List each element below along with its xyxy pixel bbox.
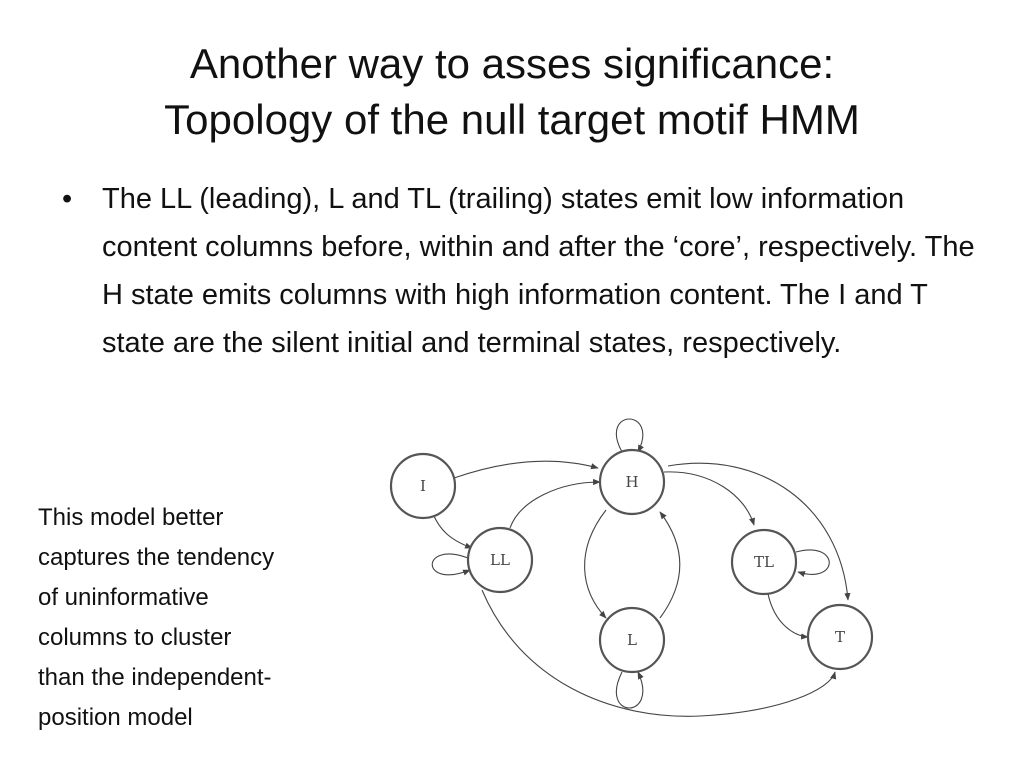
side-note-line-3: of uninformative bbox=[38, 584, 209, 611]
edge-l-to-h bbox=[659, 511, 681, 619]
state-node-h: H bbox=[598, 448, 666, 516]
title-line-1: Another way to asses significance: bbox=[189, 40, 835, 87]
state-node-i: I bbox=[389, 452, 457, 520]
side-note-line-5: than the independent- bbox=[38, 664, 272, 691]
state-label-i: I bbox=[420, 477, 426, 495]
state-node-tl: TL bbox=[730, 528, 798, 596]
edge-ll-self bbox=[431, 553, 471, 576]
side-note: This model better captures the tendency … bbox=[38, 498, 368, 738]
side-note-line-1: This model better bbox=[38, 504, 224, 531]
edge-i-to-h bbox=[453, 460, 599, 479]
side-note-line-2: captures the tendency bbox=[38, 544, 275, 571]
slide-title: Another way to asses significance: Topol… bbox=[0, 36, 1024, 148]
side-note-line-4: columns to cluster bbox=[38, 624, 232, 651]
edge-i-to-ll bbox=[432, 513, 473, 549]
bullet-marker: • bbox=[62, 183, 73, 215]
edge-ll-to-h bbox=[509, 478, 601, 529]
diagram-edges bbox=[431, 418, 851, 717]
edge-h-self bbox=[615, 418, 644, 453]
state-node-t: T bbox=[806, 603, 874, 671]
state-label-ll: LL bbox=[490, 551, 510, 569]
state-node-ll: LL bbox=[466, 526, 534, 594]
edge-h-to-t bbox=[667, 462, 851, 601]
bullet-text: The LL (leading), L and TL (trailing) st… bbox=[102, 183, 975, 359]
edge-tl-self bbox=[795, 549, 830, 577]
state-label-l: L bbox=[627, 631, 637, 649]
state-node-l: L bbox=[598, 606, 666, 674]
state-label-t: T bbox=[835, 628, 845, 646]
edge-l-self bbox=[615, 671, 644, 709]
edge-ll-to-t bbox=[481, 589, 837, 717]
state-label-tl: TL bbox=[754, 553, 774, 571]
side-note-line-6: position model bbox=[38, 704, 193, 731]
state-label-h: H bbox=[625, 473, 638, 491]
edge-h-to-tl bbox=[663, 471, 755, 526]
title-line-2: Topology of the null target motif HMM bbox=[164, 96, 860, 143]
edge-tl-to-t bbox=[767, 593, 809, 640]
edge-h-to-l bbox=[584, 509, 607, 619]
